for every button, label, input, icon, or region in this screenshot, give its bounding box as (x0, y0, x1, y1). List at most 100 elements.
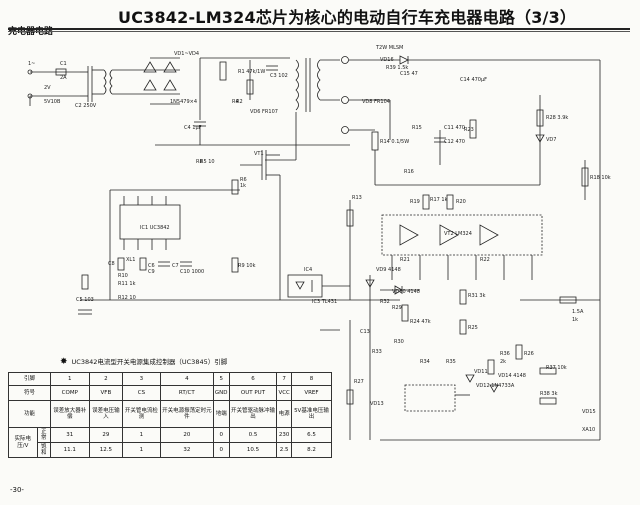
normal-v5: 0 (212, 427, 230, 443)
ac-input-section (27, 57, 180, 106)
feedback-network (320, 275, 600, 441)
label-50: VD11 (474, 369, 488, 375)
pin-row: 引脚 1 2 3 4 5 6 7 8 (8, 372, 333, 386)
label-34: R13 (352, 195, 362, 201)
label-61: R29 (392, 305, 402, 311)
symbol-5: GND (212, 385, 230, 401)
label-55: VD7 (546, 137, 557, 143)
label-4: C2 250V (75, 103, 97, 109)
label-45: R23 (464, 127, 474, 133)
label-7: VD1~VD4 (174, 51, 200, 57)
pin-8: 8 (290, 372, 333, 386)
symbol-row: 符号 COMP VFB CS RT/CT GND OUT PUT VCC VRE… (8, 385, 333, 401)
symbol-6: OUT PUT (228, 385, 278, 401)
page-title: UC3842-LM324芯片为核心的电动自行车充电器电路（3/3） (118, 8, 577, 27)
function-8: 5V基准电压输出 (290, 400, 333, 428)
label-43: VD9 4148 (376, 267, 401, 273)
label-38: C11 470 (444, 125, 465, 131)
label-14: R4 (232, 99, 239, 105)
label-41: VT2 LM324 (444, 231, 472, 237)
normal-v7: 230 (276, 427, 292, 443)
pin-6: 6 (228, 372, 278, 386)
label-32: IC4 (304, 267, 313, 273)
label-73: 2k (500, 359, 507, 365)
mosfet-vt1 (240, 150, 281, 300)
label-16: R6 (240, 177, 247, 183)
label-44: VD10 4148 (392, 289, 420, 295)
label-26: C8 (108, 261, 115, 267)
label-52: R27 (354, 379, 364, 385)
label-60: R22 (480, 257, 490, 263)
symbol-8: VREF (290, 385, 333, 401)
primary-rail (155, 57, 350, 146)
sat-v8: 8.2 (290, 442, 333, 458)
ic2-lm324 (381, 194, 543, 280)
pin-table-caption: ✸UC3842电流型开关电源集成控制器（UC3845）引脚 (60, 356, 227, 367)
label-11: R2 (236, 99, 243, 105)
label-67: R35 (446, 359, 456, 365)
ic1-uc3842 (78, 179, 400, 315)
label-65: R33 (372, 349, 382, 355)
label-29: R12 10 (118, 295, 136, 301)
label-35: VD8 FR104 (362, 99, 390, 105)
function-label: 功能 (8, 400, 51, 428)
label-24: C9 (148, 269, 155, 275)
symbol-3: CS (122, 385, 161, 401)
label-19: C7 (172, 263, 179, 269)
label-10: C3 102 (270, 73, 288, 79)
function-3: 开关管电流检测 (122, 400, 161, 428)
section-label: 充电器电路 (8, 27, 54, 37)
label-25: C10 1000 (180, 269, 205, 275)
pin-1: 1 (49, 372, 90, 386)
label-70: 1.5A (572, 309, 584, 315)
normal-v4: 20 (159, 427, 214, 443)
symbol-7: VCC (276, 385, 292, 401)
label-76: XA10 (582, 427, 596, 433)
normal-v1: 31 (49, 427, 90, 443)
title-rule (8, 28, 630, 30)
label-37: R15 (412, 125, 422, 131)
label-66: R34 (420, 359, 430, 365)
label-31: C5 103 (76, 297, 94, 303)
label-3: 2A (60, 75, 67, 81)
function-row: 功能 误差放大器补偿 误差电压输入 开关管电流检测 开关电源振荡定时元件 地端 … (8, 400, 333, 428)
label-5: 2V (44, 85, 51, 91)
function-6: 开关管驱动脉冲输出 (228, 400, 278, 428)
label-30: R9 10k (238, 263, 256, 269)
label-72: R36 (500, 351, 510, 357)
pin-2: 2 (88, 372, 124, 386)
label-74: R37 10k (546, 365, 567, 371)
secondary-output (349, 55, 601, 440)
sat-v4: 32 (159, 442, 214, 458)
label-54: R28 3.9k (546, 115, 569, 121)
sat-v2: 12.5 (88, 442, 124, 458)
label-27: R10 (118, 273, 128, 279)
symbol-label: 符号 (8, 385, 51, 401)
normal-v2: 29 (88, 427, 124, 443)
label-69: VD14 4148 (498, 373, 526, 379)
function-1: 误差放大器补偿 (49, 400, 90, 428)
sat-v5: 0 (212, 442, 230, 458)
pin-table: 引脚 1 2 3 4 5 6 7 8 符号 COMP VFB CS RT/CT … (8, 372, 333, 458)
label-9: R1 47k/1W (238, 69, 266, 75)
pin-3: 3 (122, 372, 161, 386)
normal-v8: 6.5 (290, 427, 333, 443)
label-40: R16 (404, 169, 414, 175)
normal-v3: 1 (122, 427, 161, 443)
label-36: R14 0.1/5W (380, 139, 410, 145)
star-icon: ✸ (60, 357, 68, 367)
label-75: VD15 (582, 409, 596, 415)
label-59: R21 (400, 257, 410, 263)
function-5: 地端 (212, 400, 230, 428)
symbol-4: RT/CT (159, 385, 214, 401)
label-15: R5 10 (200, 159, 215, 165)
function-2: 误差电压输入 (88, 400, 124, 428)
label-62: R30 (394, 339, 404, 345)
label-21: R8 (196, 159, 203, 165)
label-53: C14 470μF (460, 77, 488, 83)
title-rule-thin (8, 31, 630, 32)
measure-row-saturated: 饱和 11.1 12.5 1 32 0 10.5 2.5 8.2 (9, 442, 333, 458)
symbol-1: COMP (49, 385, 90, 401)
